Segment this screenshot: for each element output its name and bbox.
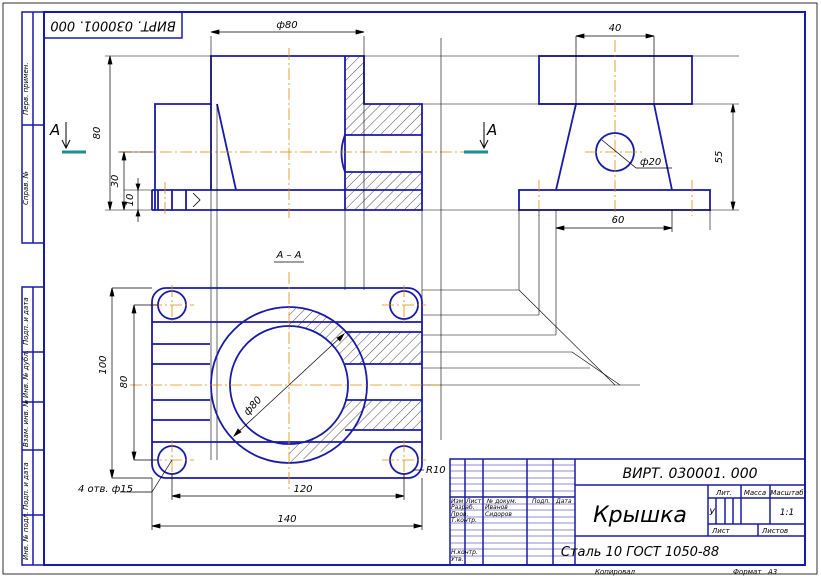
left-side-strip (21, 11, 45, 566)
side-label-0: Перв. примен. (22, 62, 30, 115)
dim-h80: 80 (92, 127, 103, 140)
name-razrab: Иванов (485, 504, 508, 511)
copied-label: Копировал (595, 568, 636, 576)
side-label-4: Взам. инв. № (22, 399, 30, 447)
row-label-utv: Утв. (451, 556, 464, 563)
section-mark-right: A (486, 121, 497, 139)
row-label-razrab: Разраб. (451, 504, 475, 511)
dim-w120: 120 (293, 484, 312, 495)
dim-d80-top: ф80 (276, 20, 297, 31)
section-title: А – А (275, 250, 301, 261)
col-header-list: Лист (465, 498, 482, 505)
lit-header: Лит. (715, 489, 732, 497)
material: Сталь 10 ГОСТ 1050-88 (561, 545, 719, 560)
front-view (120, 48, 470, 218)
dim-h10: 10 (125, 194, 136, 207)
dimension-lines (107, 29, 736, 530)
format-label: Формат (733, 568, 762, 576)
mass-header: Масса (744, 489, 766, 497)
side-labels: Перв. примен. Справ. № Подп. и дата Инв.… (22, 62, 30, 560)
side-label-2: Подп. и дата (22, 297, 30, 345)
part-name: Крышка (593, 503, 687, 528)
title-block: ВИРТ. 030001. 000 Крышка Сталь 10 ГОСТ 1… (449, 458, 806, 576)
format-value: А3 (767, 568, 777, 576)
inverted-stamp: ВИРТ. 030001. 000 (43, 11, 183, 39)
row-label-prov: Пров. (451, 511, 469, 518)
front-hatch-mid (345, 104, 422, 135)
section-mark-left: A (49, 121, 60, 139)
dim-holes: 4 отв. ф15 (78, 484, 133, 495)
scale-header: Масштаб (770, 489, 804, 497)
side-view (518, 40, 711, 218)
side-label-5: Подп. и дата (22, 462, 30, 510)
dim-w60: 60 (612, 215, 625, 226)
section-marks: A A (49, 121, 497, 154)
dim-r10: R10 (426, 465, 446, 476)
inverted-stamp-code: ВИРТ. 030001. 000 (50, 18, 175, 33)
dim-h30: 30 (110, 175, 121, 188)
col-header-sign: Подп. (532, 498, 550, 505)
col-header-date: Дата (555, 498, 572, 505)
row-label-nkontr: Н.контр. (451, 549, 478, 556)
front-hatch-low (345, 172, 422, 210)
dim-h55: 55 (714, 151, 725, 164)
dim-h100: 100 (98, 355, 109, 374)
title-block-code: ВИРТ. 030001. 000 (622, 466, 757, 482)
col-header-izm: Изм (451, 498, 464, 505)
side-label-6: Инв. № подл. (22, 512, 30, 560)
lit-value: У (709, 508, 715, 518)
dim-w40: 40 (609, 23, 622, 34)
plan-view: А – А (130, 250, 440, 490)
construction-lines (105, 36, 739, 460)
dimension-texts: ф80 80 30 10 40 ф20 55 60 100 80 ф80 4 о… (78, 20, 725, 525)
sheets-label: Листов (761, 527, 788, 535)
side-label-1: Справ. № (22, 171, 30, 205)
name-prov: Сидоров (485, 511, 512, 518)
dim-d80-plan: ф80 (242, 395, 264, 418)
dim-w140: 140 (277, 514, 296, 525)
row-label-tkontr: Т.контр. (451, 517, 477, 524)
side-label-3: Инв. № дубл. (22, 350, 30, 398)
scale-value: 1:1 (780, 508, 794, 518)
dim-d20: ф20 (640, 157, 661, 168)
front-hatch-top (345, 56, 364, 104)
dim-h80-plan: 80 (119, 376, 130, 389)
col-header-doc: № докум. (486, 498, 517, 505)
sheet-label: Лист (711, 527, 731, 535)
